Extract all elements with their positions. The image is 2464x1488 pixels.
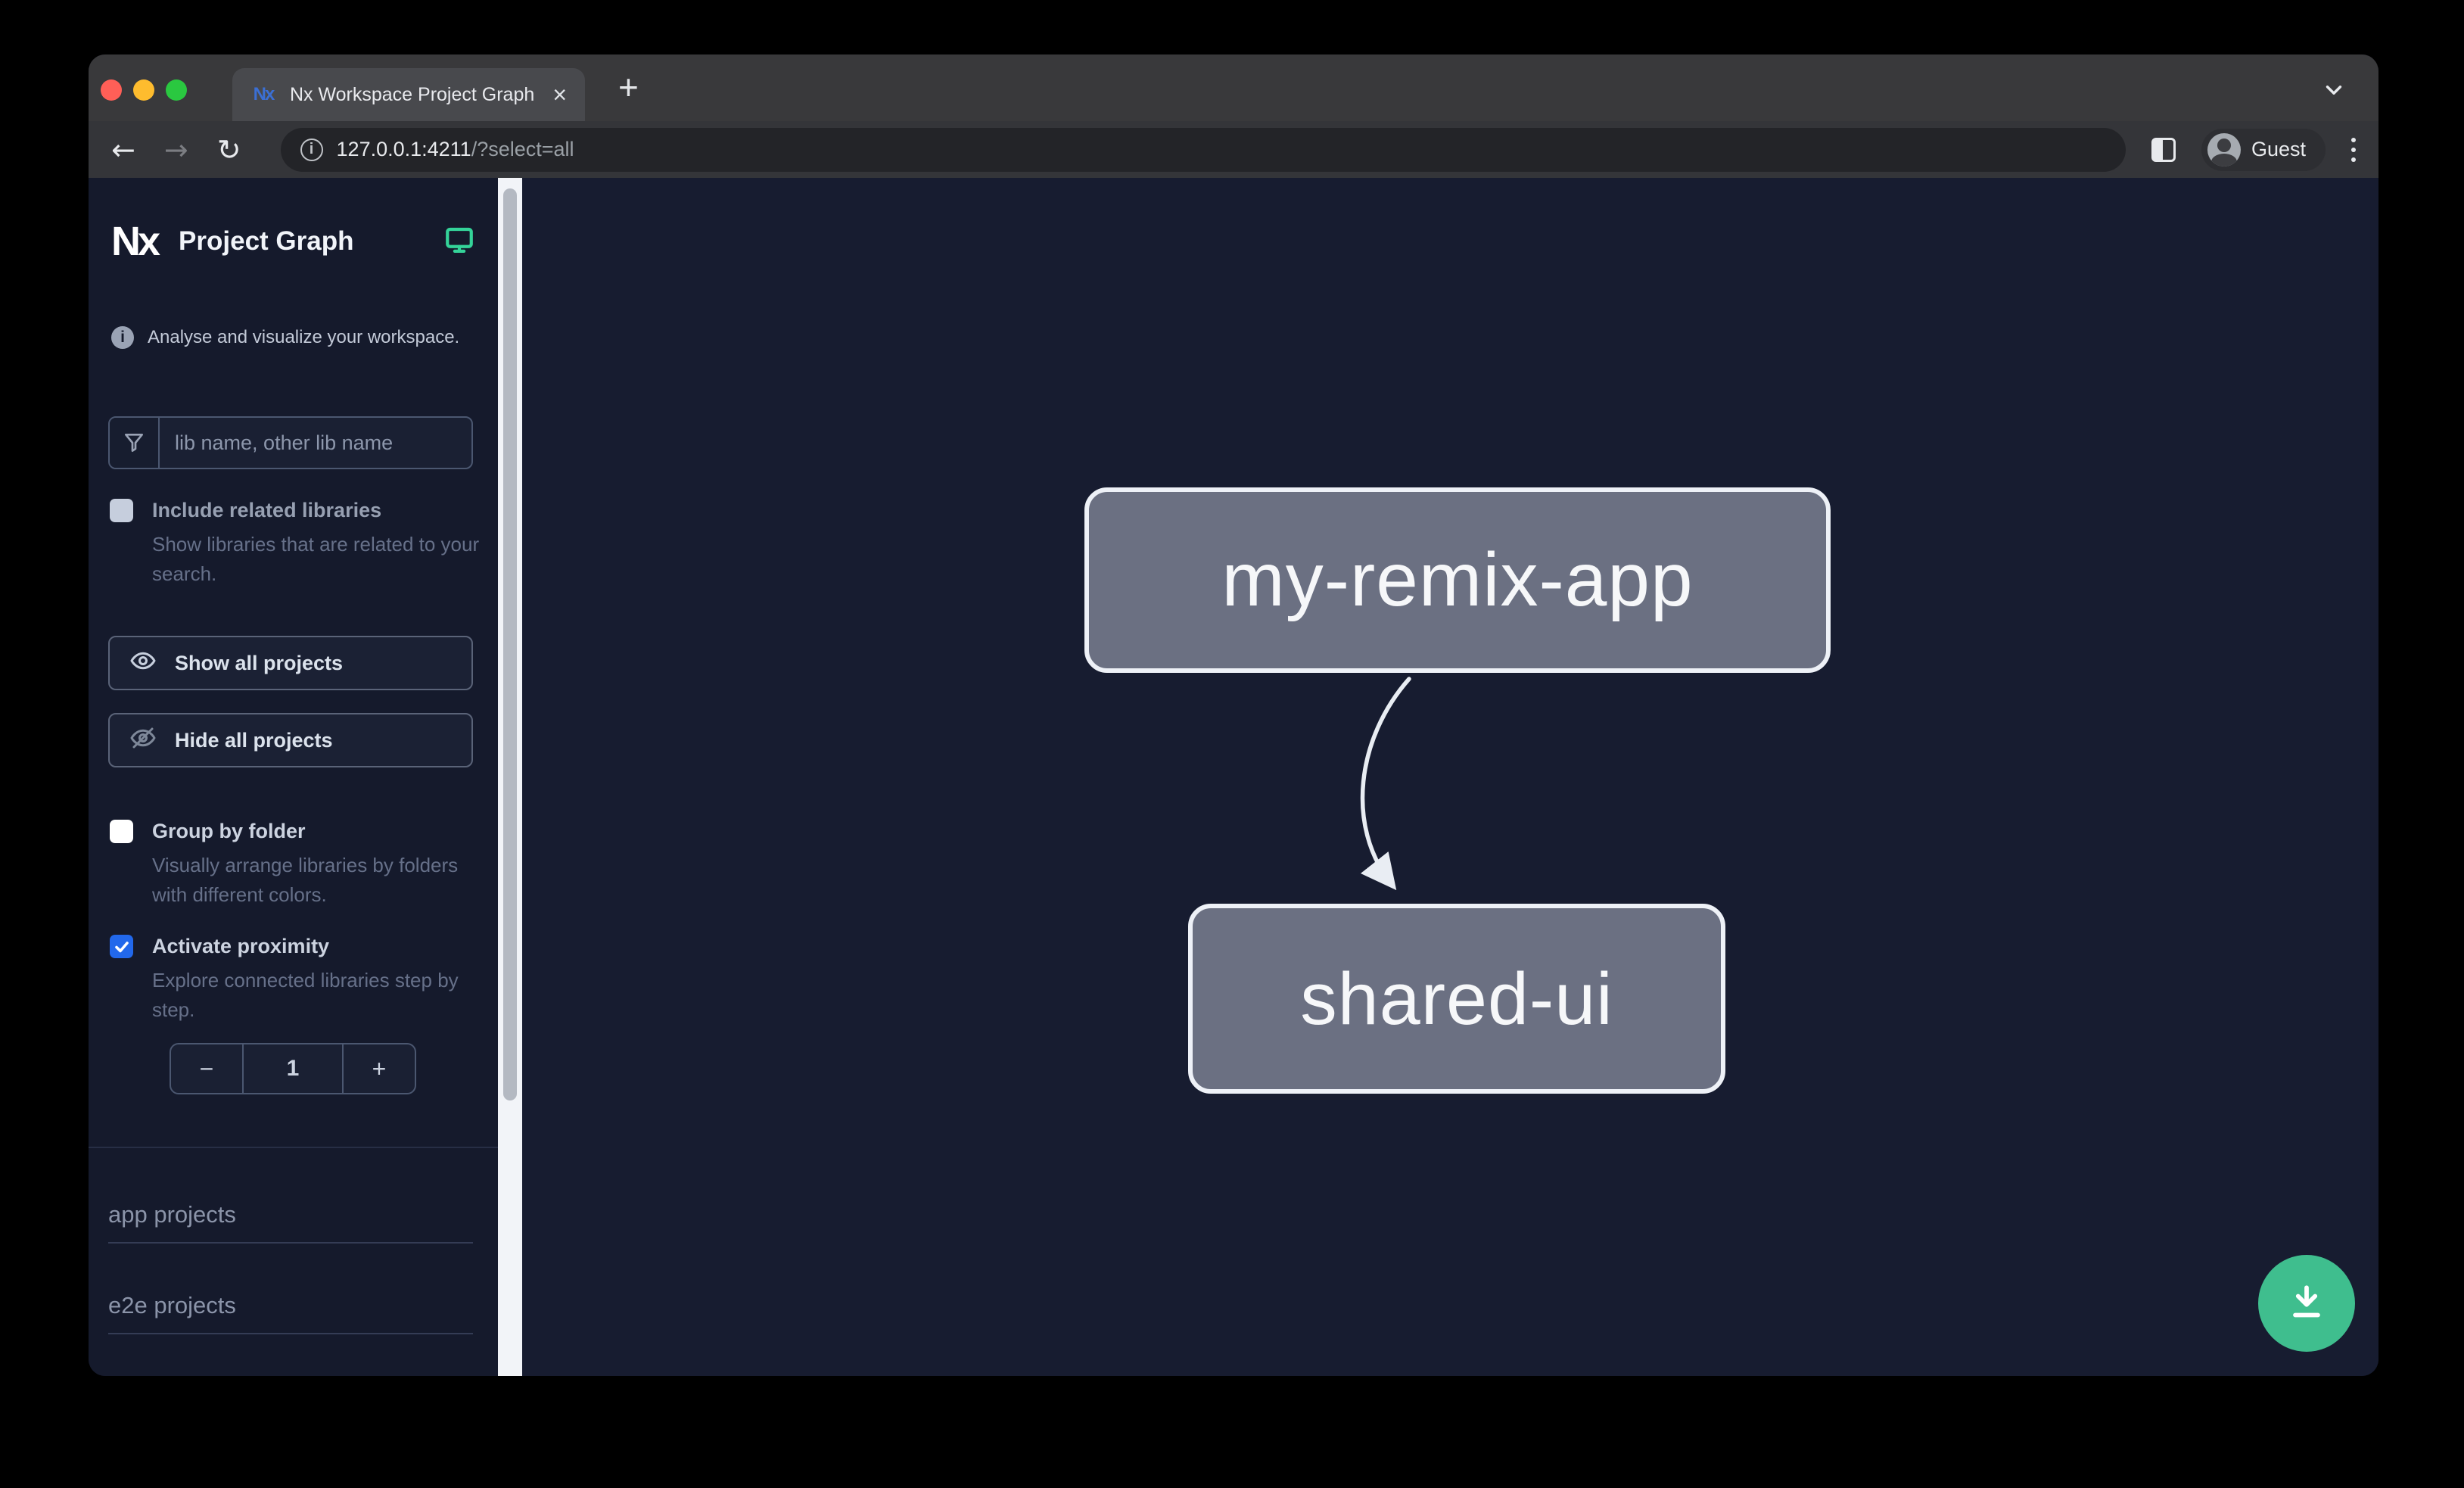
back-button[interactable]: ← [111, 132, 135, 167]
profile-button[interactable]: Guest [2201, 128, 2326, 171]
activate-proximity-description: Explore connected libraries step by step… [152, 969, 459, 1022]
side-panel-icon[interactable] [2151, 137, 2176, 162]
zoom-window-button[interactable] [166, 79, 187, 101]
filter-funnel-icon [110, 418, 160, 468]
nx-favicon-icon: Nx [253, 84, 275, 104]
download-icon [2284, 1279, 2329, 1328]
group-by-folder-row: Group by folder Visually arrange librari… [110, 818, 474, 910]
eye-off-icon [129, 724, 157, 757]
sidebar-scrollbar[interactable] [498, 178, 522, 1376]
tagline-row: i Analyse and visualize your workspace. [111, 326, 459, 349]
proximity-value: 1 [286, 1056, 300, 1081]
include-related-label: Include related libraries [152, 499, 382, 521]
hide-all-projects-label: Hide all projects [175, 728, 333, 752]
eye-icon [129, 647, 157, 680]
group-by-folder-description: Visually arrange libraries by folders wi… [152, 854, 459, 907]
browser-window: Nx Nx Workspace Project Graph × + ← → ↻ … [89, 54, 2378, 1376]
proximity-stepper: − 1 + [170, 1043, 416, 1094]
tab-close-button[interactable]: × [552, 81, 567, 108]
info-icon: i [111, 326, 134, 349]
page-title: Project Graph [179, 226, 354, 256]
tab-title: Nx Workspace Project Graph [290, 83, 535, 105]
browser-toolbar: ← → ↻ i 127.0.0.1:4211/?select=all Guest [89, 121, 2378, 178]
minimize-window-button[interactable] [133, 79, 154, 101]
monitor-icon [443, 224, 475, 260]
section-e2e-projects: e2e projects [108, 1292, 473, 1334]
node-my-remix-app[interactable]: my-remix-app [1084, 487, 1831, 673]
edge-my-remix-app-to-shared-ui[interactable] [522, 178, 2378, 1376]
activate-proximity-label: Activate proximity [152, 935, 330, 957]
show-all-projects-label: Show all projects [175, 651, 344, 674]
address-bar[interactable]: i 127.0.0.1:4211/?select=all [280, 127, 2126, 172]
page-content: Nx Project Graph i Analyse and visualize… [89, 178, 2378, 1376]
download-graph-button[interactable] [2258, 1255, 2355, 1352]
group-by-folder-label: Group by folder [152, 820, 306, 842]
new-tab-button[interactable]: + [618, 67, 639, 107]
chevron-down-icon[interactable] [2321, 77, 2347, 107]
tagline-text: Analyse and visualize your workspace. [148, 327, 460, 347]
tab-nx-project-graph[interactable]: Nx Nx Workspace Project Graph × [232, 68, 585, 121]
include-related-description: Show libraries that are related to your … [152, 533, 480, 586]
avatar-icon [2207, 132, 2241, 167]
toolbar-right-icons: Guest [2151, 128, 2356, 171]
nx-logo: Nx [111, 219, 160, 264]
forward-button[interactable]: → [163, 132, 188, 167]
section-app-projects: app projects [108, 1201, 473, 1244]
url-path: /?select=all [471, 138, 574, 160]
reload-button[interactable]: ↻ [216, 132, 241, 167]
sidebar: Nx Project Graph i Analyse and visualize… [89, 178, 498, 1376]
node-shared-ui[interactable]: shared-ui [1188, 904, 1725, 1094]
graph-canvas[interactable]: my-remix-app shared-ui [522, 178, 2378, 1376]
decrement-button[interactable]: − [171, 1044, 244, 1093]
sidebar-divider [89, 1147, 498, 1148]
tab-strip: Nx Nx Workspace Project Graph × + [89, 54, 2378, 121]
include-related-checkbox[interactable] [110, 499, 133, 522]
show-all-projects-button[interactable]: Show all projects [108, 636, 473, 690]
browser-menu-button[interactable] [2351, 137, 2356, 162]
scrollbar-thumb[interactable] [503, 188, 517, 1100]
sidebar-header: Nx Project Graph [111, 208, 475, 275]
traffic-lights [101, 79, 187, 101]
activate-proximity-checkbox[interactable] [110, 935, 133, 958]
profile-label: Guest [2251, 138, 2306, 160]
url-text: 127.0.0.1:4211/?select=all [337, 138, 574, 161]
search-input[interactable] [160, 418, 471, 468]
search-box [108, 416, 473, 469]
url-host: 127.0.0.1:4211 [336, 138, 471, 160]
activate-proximity-row: Activate proximity Explore connected lib… [110, 933, 474, 1025]
hide-all-projects-button[interactable]: Hide all projects [108, 713, 473, 767]
include-related-row: Include related libraries Show libraries… [110, 497, 479, 589]
increment-button[interactable]: + [342, 1044, 415, 1093]
site-info-icon[interactable]: i [300, 138, 323, 161]
group-by-folder-checkbox[interactable] [110, 820, 133, 843]
close-window-button[interactable] [101, 79, 122, 101]
